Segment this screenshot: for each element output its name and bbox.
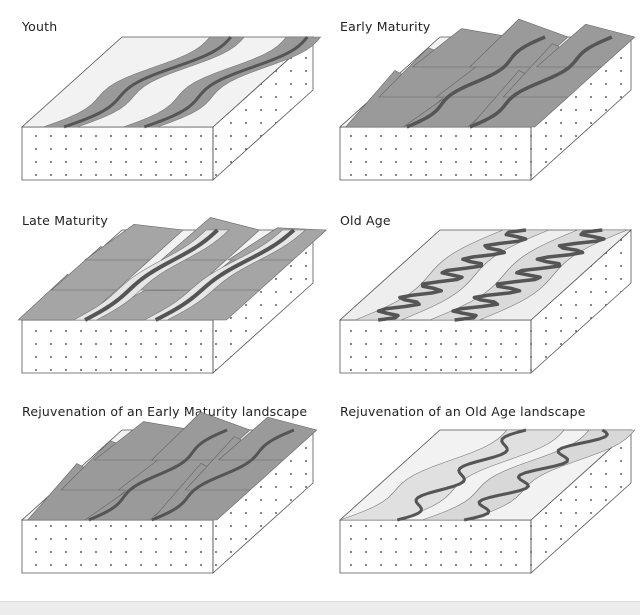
river — [154, 228, 296, 322]
valley — [422, 429, 636, 521]
river — [151, 428, 295, 522]
river — [143, 36, 309, 129]
river — [463, 428, 609, 522]
rejuvenation-old-front-face — [339, 519, 532, 574]
river — [63, 36, 233, 129]
mountain — [535, 23, 636, 68]
river — [84, 228, 219, 322]
panel-title-early-maturity: Early Maturity — [340, 19, 431, 34]
river — [396, 428, 527, 522]
panel-title-old-age: Old Age — [340, 213, 391, 228]
valley — [339, 429, 565, 521]
river — [88, 428, 228, 522]
river — [406, 35, 546, 129]
panel-title-rejuvenation-old: Rejuvenation of an Old Age landscape — [340, 404, 586, 419]
rejuvenation-early-front-face — [21, 519, 214, 574]
panel-title-rejuvenation-early: Rejuvenation of an Early Maturity landsc… — [22, 404, 308, 419]
late-maturity-front-face — [21, 319, 214, 374]
river — [451, 228, 606, 322]
panel-title-late-maturity: Late Maturity — [22, 213, 108, 228]
panel-title-youth: Youth — [22, 19, 58, 34]
mountain — [217, 416, 318, 461]
old-age-front-face — [339, 319, 532, 374]
bottom-bar — [0, 601, 640, 615]
river — [469, 35, 613, 129]
river — [376, 228, 528, 322]
early-maturity-front-face — [339, 126, 532, 181]
mountain — [83, 224, 184, 261]
youth-front-face — [21, 126, 214, 181]
